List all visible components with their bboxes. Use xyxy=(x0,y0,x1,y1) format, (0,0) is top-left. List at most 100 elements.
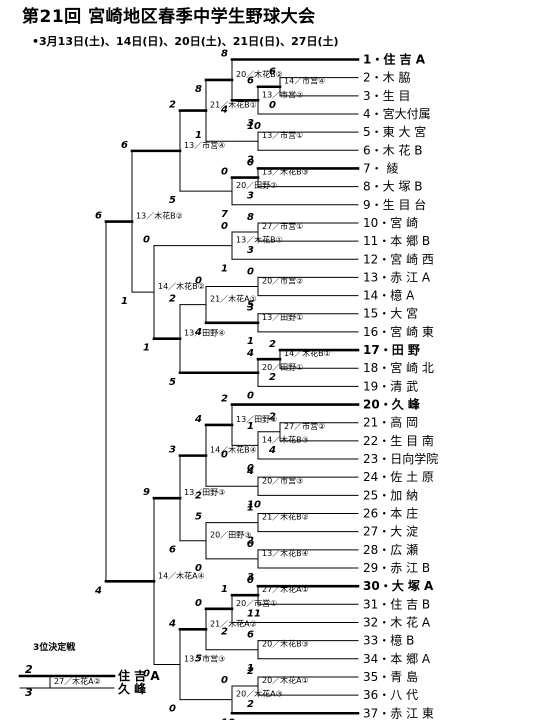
venue-label: 27／木花A① xyxy=(262,584,309,594)
score: 4 xyxy=(246,348,254,359)
venue-label: 13／市営③ xyxy=(184,653,225,663)
score: 0 xyxy=(247,539,254,550)
score: 9 xyxy=(143,487,150,498)
team-27: 27・大 淀 xyxy=(363,525,418,539)
venue-label: 20／木花A③ xyxy=(236,689,283,699)
score: 8 xyxy=(221,49,228,60)
score: 4 xyxy=(168,618,176,629)
score: 2 xyxy=(169,100,176,111)
score: 1 xyxy=(247,421,254,432)
team-36: 36・八 代 xyxy=(363,688,418,702)
score: 0 xyxy=(221,167,228,178)
team-35: 35・青 島 xyxy=(363,669,418,684)
score: 4 xyxy=(268,445,276,456)
venue-label: 13／田野② xyxy=(236,415,277,424)
score: 8 xyxy=(195,84,202,95)
team-11: 11・本 郷 B xyxy=(363,234,430,248)
score: 4 xyxy=(194,414,202,425)
score: 0 xyxy=(221,675,228,686)
score: 0 xyxy=(247,575,254,586)
team-15: 15・大 宮 xyxy=(363,306,418,321)
score: 2 xyxy=(247,666,254,677)
score: 1 xyxy=(143,343,150,354)
score: 0 xyxy=(247,266,254,277)
venue-label: 13／木花B③ xyxy=(262,167,309,177)
team-25: 25・加 納 xyxy=(363,488,418,502)
team-3: 3・生 目 xyxy=(363,89,410,103)
venue-label: 13／市営② xyxy=(262,89,303,99)
score: 11 xyxy=(247,608,261,619)
team-23: 23・日向学院 xyxy=(363,451,438,466)
score: 1 xyxy=(247,503,254,514)
score: 1 xyxy=(121,296,128,307)
score: 5 xyxy=(247,300,254,311)
venue-label: 20／木花A① xyxy=(262,675,309,685)
venue-label: 27／市営① xyxy=(262,221,303,231)
team-30: 30・大 塚 A xyxy=(363,578,434,593)
venue-label: 13／木花B④ xyxy=(262,548,309,558)
venue-label: 21／木花A② xyxy=(210,618,257,628)
venue-label: 21／木花B② xyxy=(262,512,309,522)
score: 2 xyxy=(195,490,202,501)
score: 2 xyxy=(269,412,276,423)
team-34: 34・本 郷 A xyxy=(363,652,431,666)
score: 0 xyxy=(169,704,176,715)
team-17: 17・田 野 xyxy=(363,343,420,357)
score: 1 xyxy=(195,130,202,141)
score: 5 xyxy=(195,654,202,665)
score: 3 xyxy=(169,445,176,456)
score: 2 xyxy=(247,536,254,547)
venue-label: 13／田野④ xyxy=(184,329,225,338)
venue-label: 20／市営② xyxy=(262,276,303,286)
score: 0 xyxy=(221,449,228,460)
venue-label: 14／市営④ xyxy=(284,76,325,86)
team-31: 31・住 吉 B xyxy=(363,597,430,611)
score: 2 xyxy=(247,154,254,165)
score: 0 xyxy=(143,668,150,679)
score: 0 xyxy=(269,100,276,111)
score: 2 xyxy=(269,372,276,383)
score: 2 xyxy=(247,699,254,710)
team-32: 32・木 花 A xyxy=(363,614,431,629)
venue-label: 14／木花A④ xyxy=(158,570,205,580)
venue-label: 20／木花B③ xyxy=(262,639,309,649)
team-19: 19・清 武 xyxy=(363,379,418,393)
score: 1 xyxy=(247,336,254,347)
team-33: 33・檍 B xyxy=(363,633,414,648)
venue-label: 14／木花B③ xyxy=(262,434,309,444)
score: 6 xyxy=(269,67,276,78)
score: 0 xyxy=(247,463,254,474)
score: 10 xyxy=(221,717,235,720)
team-18: 18・宮 崎 北 xyxy=(363,360,434,375)
venue-label: 14／木花B② xyxy=(158,281,205,291)
score: 1 xyxy=(221,263,228,274)
score: 0 xyxy=(195,563,202,574)
venue-label: 21／木花A① xyxy=(210,294,257,304)
score: 3 xyxy=(247,245,254,256)
venue-label: 13／木花B① xyxy=(236,235,283,245)
score: 1 xyxy=(221,584,228,595)
score: 0 xyxy=(195,598,202,609)
team-5: 5・東 大 宮 xyxy=(363,124,426,139)
venue-label: 20／市営③ xyxy=(262,475,303,485)
score: 4 xyxy=(220,104,228,115)
team-14: 14・檍 A xyxy=(363,288,415,303)
team-22: 22・生 目 南 xyxy=(363,433,434,448)
score: 0 xyxy=(247,390,254,401)
venue-label: 20／木花B② xyxy=(236,69,283,79)
score: 4 xyxy=(94,585,102,596)
venue-label: 20／田野③ xyxy=(210,531,251,540)
score: 0 xyxy=(221,221,228,232)
consolation-team-top: 住 吉 A xyxy=(118,668,160,683)
consolation-title: 3位決定戦 xyxy=(33,643,76,653)
venue-label: 13／市営④ xyxy=(184,140,225,150)
score: 4 xyxy=(246,466,254,477)
score: 5 xyxy=(169,195,176,206)
score: 6 xyxy=(121,140,128,151)
score: 1 xyxy=(247,663,254,674)
score: 2 xyxy=(221,626,228,637)
team-7: 7・ 綾 xyxy=(363,160,398,175)
consolation-venue: 27／木花A② xyxy=(54,676,101,686)
venue-label: 14／木花B④ xyxy=(210,445,257,455)
team-26: 26・本 庄 xyxy=(363,506,418,521)
